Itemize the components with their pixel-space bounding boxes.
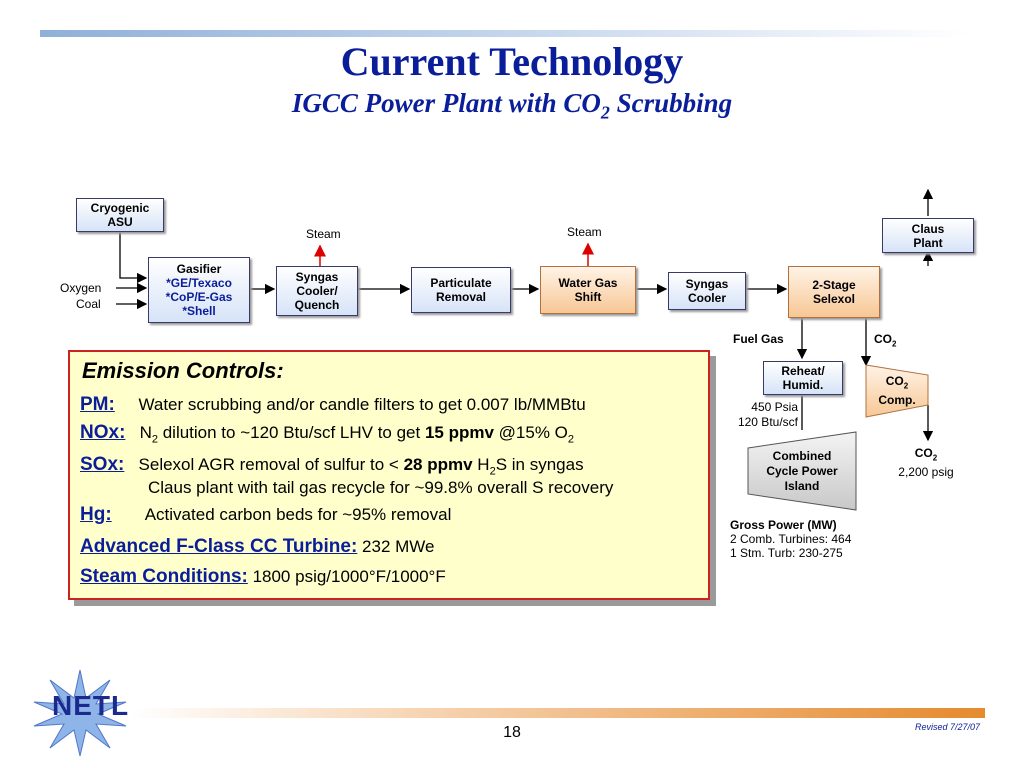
nox-row: NOx: N2 dilution to ~120 Btu/scf LHV to … bbox=[80, 422, 575, 446]
co2-product-label: CO2 2,200 psig bbox=[898, 446, 954, 480]
revised-date: Revised 7/27/07 bbox=[914, 722, 980, 732]
co2-comp-label: CO2 Comp. bbox=[878, 374, 916, 408]
gasifier-box: Gasifier *GE/Texaco *CoP/E-Gas *Shell bbox=[148, 257, 250, 323]
steam-conditions-row: Steam Conditions: 1800 psig/1000°F/1000°… bbox=[80, 566, 446, 587]
top-accent-bar bbox=[40, 30, 970, 37]
co2-stream-label: CO2 bbox=[874, 332, 897, 349]
hg-row: Hg: Activated carbon beds for ~95% remov… bbox=[80, 504, 452, 525]
reheat-humid-box: Reheat/Humid. bbox=[763, 361, 843, 395]
oxygen-label: Oxygen bbox=[60, 281, 102, 295]
page-subtitle: IGCC Power Plant with CO2 Scrubbing bbox=[291, 88, 733, 123]
sox-row-2: Claus plant with tail gas recycle for ~9… bbox=[148, 478, 614, 497]
coal-label: Coal bbox=[76, 297, 101, 311]
emission-controls-title: Emission Controls: bbox=[82, 358, 284, 383]
netl-logo-text: NETL bbox=[52, 690, 130, 721]
emission-controls-panel: Emission Controls: PM: Water scrubbing a… bbox=[68, 350, 710, 600]
steam-label-2: Steam bbox=[567, 225, 602, 239]
steam-label-1: Steam bbox=[306, 227, 341, 241]
gross-power-block: Gross Power (MW) 2 Comb. Turbines: 464 1… bbox=[730, 518, 852, 558]
fuel-gas-label: Fuel Gas bbox=[733, 332, 784, 346]
pm-row: PM: Water scrubbing and/or candle filter… bbox=[80, 394, 586, 415]
page-number: 18 bbox=[503, 724, 521, 741]
sox-row: SOx: Selexol AGR removal of sulfur to < … bbox=[80, 454, 584, 478]
asu-to-gasifier-line bbox=[119, 232, 148, 284]
co2-compressor-shape bbox=[865, 364, 929, 418]
netl-logo-burst bbox=[33, 669, 127, 757]
bottom-accent-bar bbox=[130, 708, 985, 718]
page-title: Current Technology bbox=[340, 39, 684, 84]
turbine-row: Advanced F-Class CC Turbine: 232 MWe bbox=[80, 536, 435, 557]
combined-cycle-shape bbox=[747, 431, 857, 511]
